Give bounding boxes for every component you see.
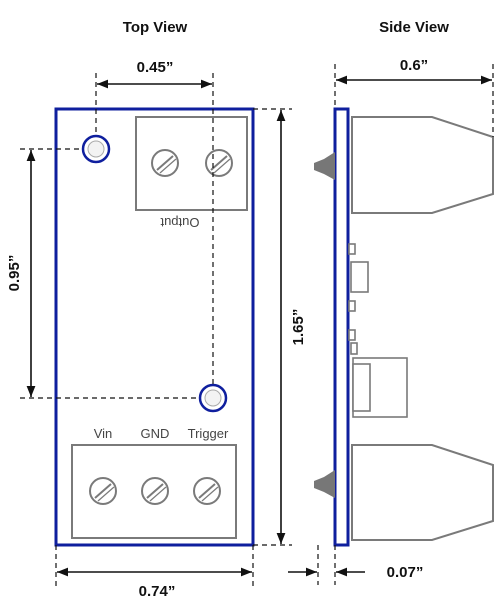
input-terminal-block bbox=[71, 444, 237, 539]
mounting-hole-top bbox=[81, 134, 111, 164]
top-view-title: Top View bbox=[123, 19, 188, 36]
output-terminal-block: Output bbox=[135, 116, 248, 230]
screw-terminal bbox=[141, 477, 169, 505]
dim-hole-spacing-vertical: 0.95” bbox=[6, 255, 23, 292]
standoff-bottom bbox=[314, 470, 335, 498]
lower-terminal-body bbox=[351, 444, 494, 541]
mounting-hole-bottom bbox=[198, 383, 228, 413]
dim-hole-spacing-horizontal: 0.45” bbox=[137, 59, 174, 76]
screw-terminal bbox=[205, 149, 233, 177]
dim-board-thickness: 0.07” bbox=[387, 564, 424, 581]
screw-terminal bbox=[89, 477, 117, 505]
alignment-lines bbox=[20, 73, 292, 590]
board-edge bbox=[333, 107, 350, 547]
trigger-label: Trigger bbox=[188, 426, 229, 441]
screw-terminal bbox=[151, 149, 179, 177]
side-view: 0.6” 0.07” bbox=[288, 57, 494, 585]
dim-board-width: 0.74” bbox=[139, 583, 176, 600]
side-view-title: Side View bbox=[379, 19, 449, 36]
dim-side-depth: 0.6” bbox=[400, 57, 428, 74]
dim-board-height: 1.65” bbox=[290, 309, 307, 346]
gnd-label: GND bbox=[141, 426, 170, 441]
output-label: Output bbox=[160, 215, 199, 230]
screw-terminal bbox=[193, 477, 221, 505]
standoff-top bbox=[314, 152, 335, 180]
vin-label: Vin bbox=[94, 426, 113, 441]
side-components bbox=[348, 243, 408, 418]
top-view: Output Vin GND Trigger bbox=[6, 59, 307, 600]
upper-terminal-body bbox=[351, 116, 494, 214]
side-alignment-lines bbox=[317, 64, 494, 585]
